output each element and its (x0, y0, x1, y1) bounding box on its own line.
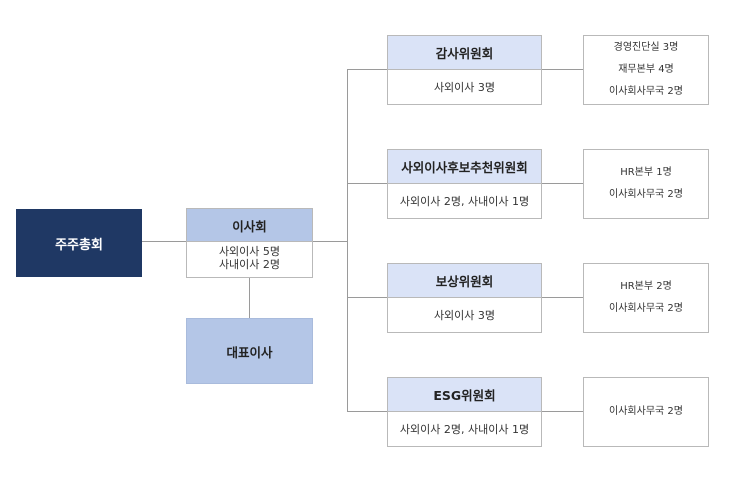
committee-box-compensation: 보상위원회 사외이사 3명 (387, 263, 542, 333)
committee-title: ESG위원회 (433, 388, 496, 403)
committee-members: 사외이사 3명 (388, 71, 541, 104)
support-box-audit: 경영진단실 3명 재무본부 4명 이사회사무국 2명 (583, 35, 709, 105)
committee-members-text: 사외이사 2명, 사내이사 1명 (399, 195, 530, 208)
support-line: 경영진단실 3명 (613, 42, 679, 53)
support-line: 이사회사무국 2명 (609, 303, 683, 314)
support-line: 이사회사무국 2명 (609, 189, 683, 200)
support-box-compensation: HR본부 2명 이사회사무국 2명 (583, 263, 709, 333)
committee-box-audit: 감사위원회 사외이사 3명 (387, 35, 542, 105)
connector-shareholders-board (141, 241, 187, 242)
board-box: 이사회 사외이사 5명 사내이사 2명 (186, 208, 313, 278)
connector-board-trunk (312, 241, 348, 242)
connector-board-ceo (249, 277, 250, 319)
support-box-esg: 이사회사무국 2명 (583, 377, 709, 447)
connector-trunk-committee-2 (347, 183, 388, 184)
connector-trunk-committee-3 (347, 297, 388, 298)
committee-header: ESG위원회 (388, 378, 541, 412)
support-line: HR본부 2명 (620, 281, 672, 292)
committee-header: 사외이사후보추천위원회 (388, 150, 541, 184)
committee-title: 감사위원회 (435, 46, 494, 61)
committee-header: 감사위원회 (388, 36, 541, 70)
ceo-box: 대표이사 (186, 318, 313, 384)
connector-committee-4-support (541, 411, 584, 412)
committee-title: 사외이사후보추천위원회 (401, 160, 528, 175)
committee-members-text: 사외이사 2명, 사내이사 1명 (399, 423, 530, 436)
shareholders-meeting-label: 주주총회 (55, 237, 103, 253)
connector-committee-trunk (347, 69, 348, 411)
committee-title: 보상위원회 (435, 274, 494, 289)
board-outside-directors: 사외이사 5명 (218, 245, 281, 258)
support-line: 이사회사무국 2명 (609, 86, 683, 97)
support-line: 재무본부 4명 (618, 64, 674, 75)
board-header: 이사회 (187, 209, 312, 242)
committee-header: 보상위원회 (388, 264, 541, 298)
board-members: 사외이사 5명 사내이사 2명 (187, 245, 312, 271)
committee-members-text: 사외이사 3명 (433, 309, 496, 322)
ceo-label: 대표이사 (226, 344, 273, 360)
connector-trunk-committee-1 (347, 69, 388, 70)
connector-committee-3-support (541, 297, 584, 298)
support-box-nomination: HR본부 1명 이사회사무국 2명 (583, 149, 709, 219)
committee-members: 사외이사 2명, 사내이사 1명 (388, 185, 541, 218)
shareholders-meeting-box: 주주총회 (16, 209, 142, 277)
committee-members-text: 사외이사 3명 (433, 81, 496, 94)
committee-box-nomination: 사외이사후보추천위원회 사외이사 2명, 사내이사 1명 (387, 149, 542, 219)
committee-members: 사외이사 2명, 사내이사 1명 (388, 413, 541, 446)
committee-box-esg: ESG위원회 사외이사 2명, 사내이사 1명 (387, 377, 542, 447)
support-line: HR본부 1명 (620, 167, 672, 178)
support-line: 이사회사무국 2명 (609, 406, 683, 417)
committee-members: 사외이사 3명 (388, 299, 541, 332)
connector-trunk-committee-4 (347, 411, 388, 412)
connector-committee-2-support (541, 183, 584, 184)
board-inside-directors: 사내이사 2명 (218, 258, 281, 271)
board-title: 이사회 (232, 218, 267, 234)
connector-committee-1-support (541, 69, 584, 70)
